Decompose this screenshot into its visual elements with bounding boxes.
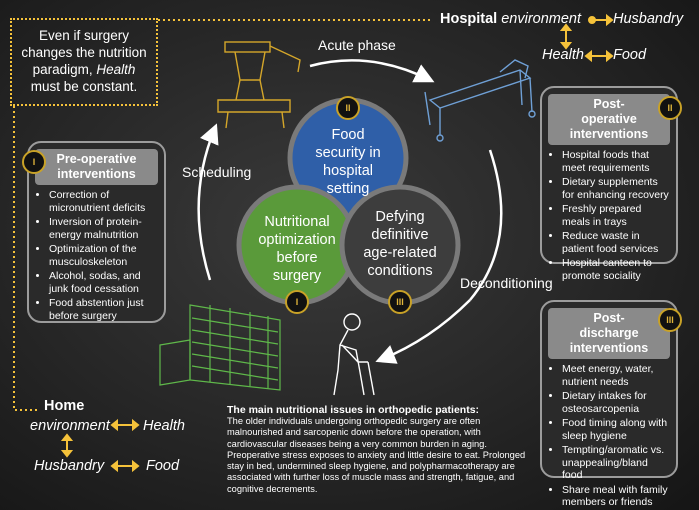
post-operative-title: Post-operative interventions (548, 94, 670, 145)
issues-title: The main nutritional issues in orthopedi… (227, 404, 480, 416)
list-item: Reduce waste in patient food services (562, 230, 670, 255)
arc-deconditioning-top (469, 149, 503, 301)
arc-acute (309, 59, 435, 83)
hospital-title: Hospital (440, 11, 498, 27)
home-health: Health (143, 418, 185, 434)
list-item: Dietary supplements for enhancing recove… (562, 176, 670, 201)
home-environment: environment (30, 418, 110, 434)
defying-conditions-text: Defying definitive age-related condition… (352, 208, 448, 280)
acute-phase-label: Acute phase (318, 37, 396, 53)
badge-i-preop: I (22, 150, 46, 174)
list-item: Food abstention just before surgery (49, 297, 158, 322)
food-security-text: Food security in hospital setting (300, 126, 396, 198)
list-item: Tempting/aromatic vs. unappealing/bland … (562, 444, 670, 482)
food-security-l3: hospital setting (323, 163, 373, 197)
hospital-environment: environment (501, 11, 582, 27)
badge-iii-postdischarge: III (658, 308, 682, 332)
deconditioning-label: Deconditioning (460, 275, 553, 291)
quote-line1: Even if surgery (38, 28, 130, 43)
hospital-bed-illustration (424, 59, 536, 142)
elderly-patient-illustration (333, 313, 375, 396)
hospital-food: Food (613, 47, 647, 63)
nutri-l4: surgery (272, 268, 322, 284)
hospital-label: Hospital environment (440, 11, 581, 27)
hospital-building-illustration (159, 304, 281, 391)
badge-iii-circle: III (388, 290, 412, 314)
nutritional-issues-text: The main nutritional issues in orthopedi… (227, 404, 527, 495)
food-security-l1: Food (331, 127, 365, 143)
defying-l1: Defying (375, 209, 425, 225)
list-item: Correction of micronutrient deficits (49, 189, 158, 214)
nutri-l2: optimization (258, 232, 336, 248)
list-item: Optimization of the musculoskeleton (49, 243, 158, 268)
home-arrows (60, 418, 140, 473)
badge-ii-postop: II (658, 96, 682, 120)
post-discharge-title: Post-discharge interventions (548, 308, 670, 359)
issues-body: The older individuals undergoing orthope… (227, 416, 526, 494)
quote-line2: changes the nutrition (21, 45, 147, 60)
health-constant-note: Even if surgery changes the nutrition pa… (10, 18, 158, 106)
hospital-husbandry: Husbandry (613, 11, 684, 27)
surgical-robot-illustration (217, 41, 301, 129)
post-discharge-card: Post-discharge interventions Meet energy… (540, 300, 678, 508)
list-item: Alcohol, sodas, and junk food cessation (49, 270, 158, 295)
post-operative-card: Post-operative interventions Hospital fo… (540, 86, 678, 282)
defying-l2: definitive (371, 227, 429, 243)
list-item: Share meal with family members or friend… (562, 484, 670, 509)
badge-ii-circle: II (336, 96, 360, 120)
list-item: Hospital canteen to promote sociality (562, 257, 670, 282)
list-item: Dietary intakes for osteosarcopenia (562, 390, 670, 415)
quote-line3a: paradigm, (32, 62, 97, 77)
nutri-l1: Nutritional (264, 214, 330, 230)
pre-operative-title: Pre-operative interventions (35, 149, 158, 185)
home-husbandry: Husbandry (34, 458, 105, 474)
list-item: Meet energy, water, nutrient needs (562, 363, 670, 388)
post-operative-list: Hospital foods that meet requirements Di… (542, 149, 676, 282)
defying-l3: age-related (363, 245, 437, 261)
quote-line3b: Health (96, 62, 136, 77)
pre-operative-list: Correction of micronutrient deficits Inv… (29, 189, 164, 322)
hospital-health: Health (542, 47, 584, 63)
post-discharge-list: Meet energy, water, nutrient needs Dieta… (542, 363, 676, 509)
badge-i-circle: I (285, 290, 309, 314)
home-food: Food (146, 458, 180, 474)
list-item: Inversion of protein-energy malnutrition (49, 216, 158, 241)
scheduling-label: Scheduling (182, 164, 252, 180)
hospital-arrows (559, 13, 614, 63)
list-item: Food timing along with sleep hygiene (562, 417, 670, 442)
arc-deconditioning (375, 299, 471, 364)
nutritional-optimization-text: Nutritional optimization before surgery (249, 213, 345, 285)
food-security-l2: security in (315, 145, 381, 161)
arc-scheduling (197, 123, 219, 281)
list-item: Hospital foods that meet requirements (562, 149, 670, 174)
defying-l4: conditions (367, 263, 433, 279)
pre-operative-card: Pre-operative interventions Correction o… (27, 141, 166, 323)
home-title: Home (44, 398, 85, 414)
list-item: Freshly prepared meals in trays (562, 203, 670, 228)
quote-line4: must be constant. (30, 79, 138, 94)
home-dotted-line (13, 106, 40, 411)
nutri-l3: before (276, 250, 318, 266)
